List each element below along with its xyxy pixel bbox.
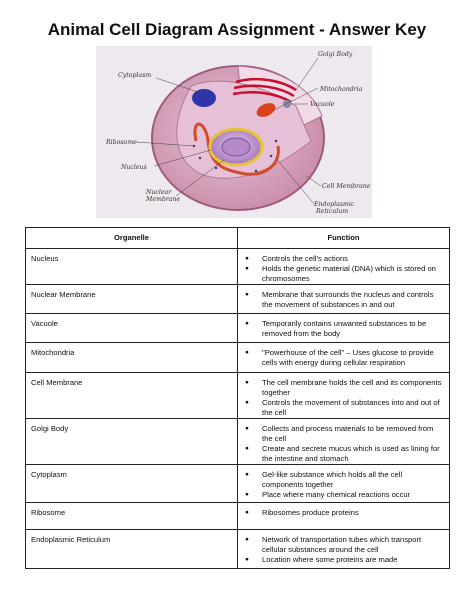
vacuole-small-shape [283, 100, 291, 108]
function-item: Location where some proteins are made [243, 555, 445, 565]
function-item: Place where many chemical reactions occu… [243, 490, 445, 500]
label-nucleus: Nucleus [120, 164, 147, 171]
organelle-cell: Golgi Body [25, 418, 238, 465]
label-nuclear-membrane-2: Membrane [145, 196, 180, 203]
organelle-cell: Mitochondria [25, 342, 238, 373]
label-ribosome: Ribosome [105, 139, 137, 146]
mitochondria-shape [256, 103, 276, 117]
page-title: Animal Cell Diagram Assignment - Answer … [47, 20, 427, 39]
ribosome-dots [192, 139, 278, 173]
organelle-cell: Nucleus [25, 248, 238, 285]
label-cell-membrane: Cell Membrane [322, 183, 371, 190]
label-er-2: Reticulum [315, 208, 348, 215]
function-cell: Collects and process materials to be rem… [237, 418, 450, 465]
function-cell: Temporarily contains unwanted substances… [237, 313, 450, 343]
label-golgi-body: Golgi Body [318, 51, 353, 58]
function-item: Holds the genetic material (DNA) which i… [243, 264, 445, 284]
organelle-cell: Vacuole [25, 313, 238, 343]
function-item: Temporarily contains unwanted substances… [243, 319, 445, 339]
function-item: Create and secrete mucus which is used a… [243, 444, 445, 464]
header-function: Function [237, 227, 450, 249]
function-item: Controls the cell’s actions [243, 254, 445, 264]
function-item: The cell membrane holds the cell and its… [243, 378, 445, 398]
er-shape [193, 122, 280, 176]
table-header-row: Organelle Function [25, 227, 450, 249]
function-item: Gel-like substance which holds all the c… [243, 470, 445, 490]
label-cytoplasm: Cytoplasm [118, 72, 151, 79]
function-item: Controls the movement of substances into… [243, 398, 445, 418]
label-vacuole: Vacuole [310, 101, 335, 108]
organelle-cell: Cytoplasm [25, 464, 238, 503]
function-item: Network of transportation tubes which tr… [243, 535, 445, 555]
function-item: Ribosomes produce proteins [243, 508, 445, 518]
vacuole-shape [192, 89, 216, 107]
table-row: Ribosome Ribosomes produce proteins [25, 502, 450, 530]
table-row: Nucleus Controls the cell’s actions Hold… [25, 248, 450, 285]
function-cell: Membrane that surrounds the nucleus and … [237, 284, 450, 314]
label-leader-lines [135, 57, 322, 205]
function-cell: Controls the cell’s actions Holds the ge… [237, 248, 450, 285]
table-row: Cell Membrane The cell membrane holds th… [25, 372, 450, 419]
label-mitochondria: Mitochondria [319, 86, 363, 93]
table-row: Golgi Body Collects and process material… [25, 418, 450, 465]
golgi-body-shape [232, 77, 297, 104]
organelle-cell: Nuclear Membrane [25, 284, 238, 314]
function-cell: Ribosomes produce proteins [237, 502, 450, 530]
function-item: Collects and process materials to be rem… [243, 424, 445, 444]
table-body: Nucleus Controls the cell’s actions Hold… [25, 248, 450, 569]
table-row: Mitochondria "Powerhouse of the cell" – … [25, 342, 450, 373]
header-organelle: Organelle [25, 227, 238, 249]
function-cell: The cell membrane holds the cell and its… [237, 372, 450, 419]
label-er-1: Endoplasmic [313, 201, 355, 208]
function-cell: "Powerhouse of the cell" – Uses glucose … [237, 342, 450, 373]
label-nuclear-membrane-1: Nuclear [145, 189, 172, 196]
function-cell: Network of transportation tubes which tr… [237, 529, 450, 569]
organelle-cell: Endoplasmic Reticulum [25, 529, 238, 569]
nucleolus-shape [221, 137, 251, 157]
table-row: Endoplasmic Reticulum Network of transpo… [25, 529, 450, 569]
table-row: Cytoplasm Gel-like substance which holds… [25, 464, 450, 503]
table-row: Vacuole Temporarily contains unwanted su… [25, 313, 450, 343]
table-row: Nuclear Membrane Membrane that surrounds… [25, 284, 450, 314]
function-item: Membrane that surrounds the nucleus and … [243, 290, 445, 310]
cell-illustration: Golgi Body Cytoplasm Mitochondria Vacuol… [105, 51, 371, 215]
organelle-table: Organelle Function Nucleus Controls the … [25, 227, 450, 569]
organelle-cell: Cell Membrane [25, 372, 238, 419]
organelle-cell: Ribosome [25, 502, 238, 530]
animal-cell-diagram: Golgi Body Cytoplasm Mitochondria Vacuol… [96, 46, 372, 218]
function-cell: Gel-like substance which holds all the c… [237, 464, 450, 503]
function-item: "Powerhouse of the cell" – Uses glucose … [243, 348, 445, 368]
